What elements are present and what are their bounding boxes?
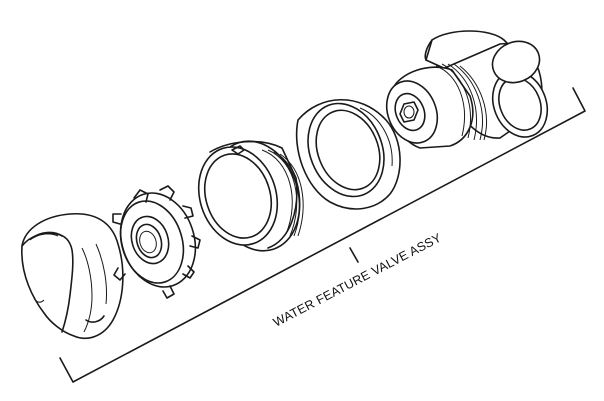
valve-body-tee-icon: [385, 30, 549, 149]
threaded-sleeve-icon: [197, 140, 304, 252]
cap-knob-icon: [21, 212, 124, 340]
assembly-label: WATER FEATURE VALVE ASSY: [271, 230, 444, 329]
lock-nut-icon: [112, 185, 201, 299]
assembly-bracket: [59, 87, 586, 383]
gasket-ring-icon: [295, 99, 401, 210]
